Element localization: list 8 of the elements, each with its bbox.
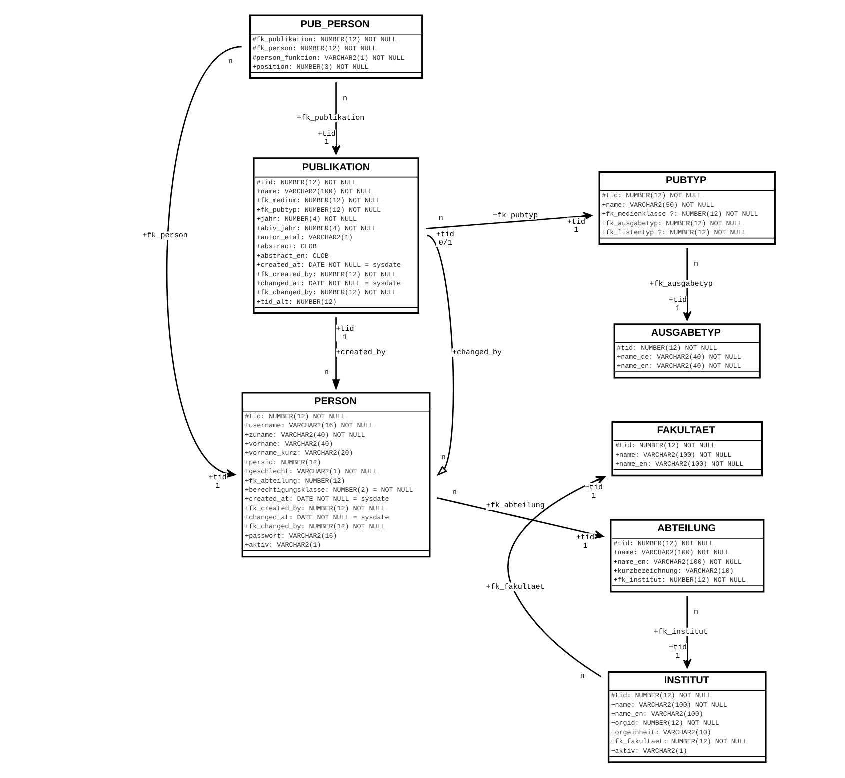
arrow [682,248,692,321]
arrow [331,82,340,155]
arrow [682,596,692,668]
arrow [507,476,606,678]
arrow [436,498,604,540]
arrow [332,317,340,391]
arrow [166,46,242,478]
arrow [426,235,454,476]
